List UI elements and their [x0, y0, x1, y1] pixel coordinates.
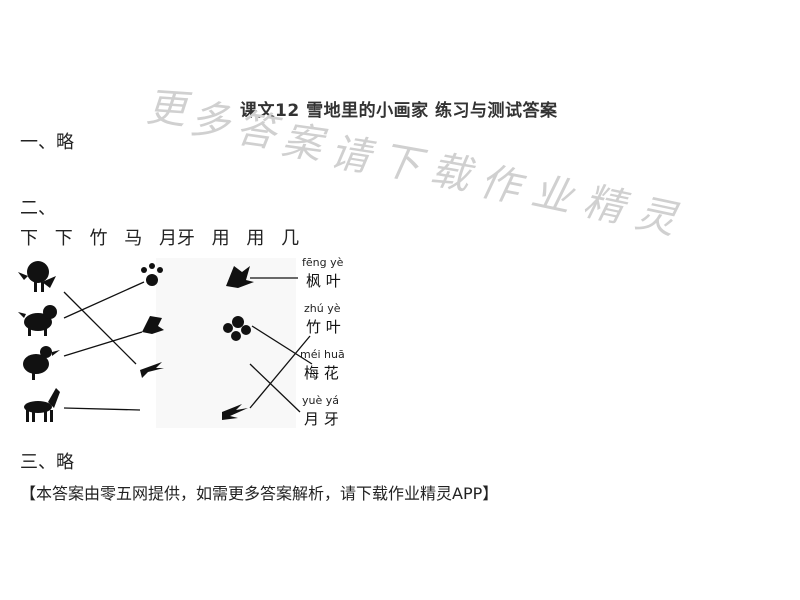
chick-icon: [23, 346, 60, 380]
page-title: 课文12 雪地里的小画家 练习与测试答案: [240, 101, 558, 121]
watermark-char: 请: [326, 129, 378, 181]
matching-diagram: fēng yè 枫 叶 zhú yè 竹 叶 méi huā 梅 花 yuè y…: [18, 256, 345, 428]
word-hanzi: 枫 叶: [306, 272, 341, 290]
word-hanzi: 月 牙: [304, 410, 339, 428]
picture-column: [222, 266, 254, 420]
maple-leaf-print-icon: [142, 316, 164, 334]
watermark-char: 精: [579, 178, 633, 232]
animal-column: [18, 261, 60, 422]
watermark-char: 业: [527, 168, 579, 222]
plum-flower-icon: [223, 316, 251, 341]
word-pinyin: zhú yè: [304, 302, 341, 315]
bamboo-leaves-icon: [222, 404, 248, 420]
maple-leaf-icon: [226, 266, 254, 288]
section-2-heading: 二、: [20, 198, 56, 219]
watermark-char: 下: [376, 137, 429, 190]
watermark-char: 多: [188, 96, 235, 146]
answer-5: 月牙: [158, 228, 195, 249]
section-3: 三、略: [20, 452, 74, 473]
answer-2: 下: [54, 228, 73, 249]
watermark-char: 灵: [631, 190, 682, 244]
watermark-char: 更: [145, 85, 194, 134]
word-pinyin: yuè yá: [302, 394, 339, 407]
section-1: 一、略: [20, 132, 74, 153]
word-pinyin: fēng yè: [302, 256, 344, 269]
footer-note: 【本答案由零五网提供，如需更多答案解析，请下载作业精灵APP】: [20, 484, 499, 503]
answer-3: 竹: [89, 228, 108, 249]
word-list: fēng yè 枫 叶 zhú yè 竹 叶 méi huā 梅 花 yuè y…: [300, 256, 345, 428]
faint-background-text: [156, 258, 296, 428]
rooster-icon: [18, 261, 56, 292]
watermark-char: 案: [279, 117, 330, 169]
answer-8: 几: [281, 228, 300, 249]
footprint-column: [140, 263, 164, 424]
answer-1: 下: [20, 228, 38, 249]
horse-icon: [24, 388, 60, 422]
word-pinyin: méi huā: [300, 348, 345, 361]
word-hanzi: 梅 花: [304, 364, 339, 382]
matching-lines: [63, 277, 313, 413]
watermark-char: 作: [476, 159, 530, 213]
watermark-char: 载: [426, 147, 478, 200]
answer-6: 用: [211, 228, 230, 249]
word-hanzi: 竹 叶: [306, 318, 341, 336]
paw-print-icon: [141, 263, 163, 286]
section-2-answers: 下 下 竹 马 月牙 用 用 几: [20, 224, 310, 250]
answer-4: 马: [124, 228, 143, 249]
answer-7: 用: [246, 228, 265, 249]
bamboo-leaf-print-icon: [140, 362, 164, 378]
puppy-icon: [18, 305, 57, 336]
